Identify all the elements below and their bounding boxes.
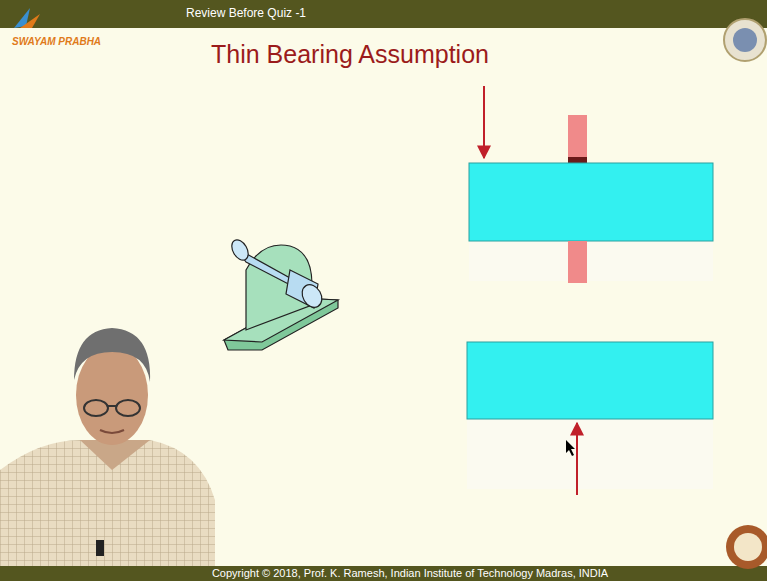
slide-title: Thin Bearing Assumption xyxy=(0,40,700,69)
logo-text: SWAYAM PRABHA xyxy=(12,36,101,47)
header-text: Review Before Quiz -1 xyxy=(186,6,306,20)
top-bar xyxy=(0,0,767,28)
copyright-text: Copyright © 2018, Prof. K. Ramesh, India… xyxy=(160,567,660,579)
